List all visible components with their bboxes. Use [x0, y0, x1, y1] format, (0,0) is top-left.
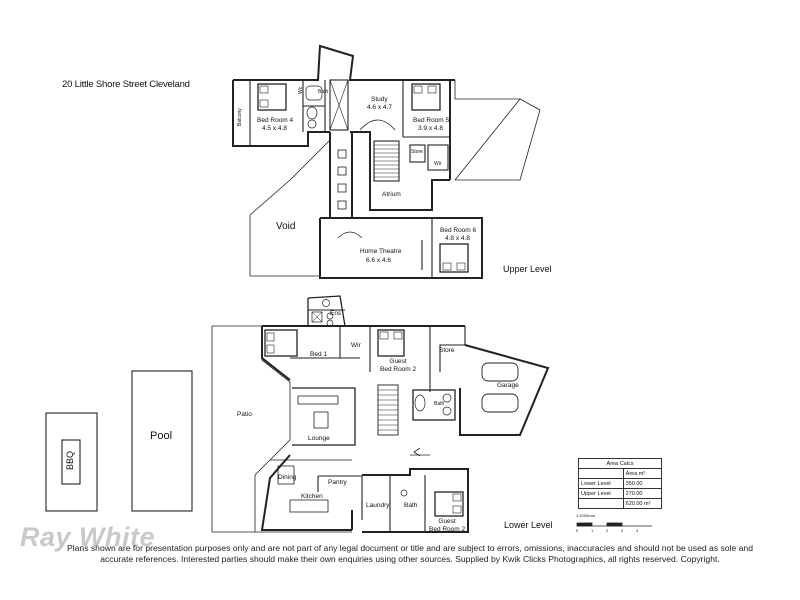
- room-study-size: 4.6 x 4.7: [367, 104, 392, 111]
- room-wc-upper: Wc: [298, 86, 304, 94]
- area-calcs-title: Area Calcs: [578, 458, 662, 469]
- upper-level-label: Upper Level: [503, 264, 552, 274]
- room-bed6-name: Bed Room 6: [440, 227, 477, 234]
- room-bed4-size: 4.5 x 4.8: [262, 125, 287, 132]
- scale-label: 1:1000mm: [576, 513, 595, 518]
- room-guest-bed2-label: Guest Bed Room 2: [380, 358, 417, 373]
- room-guest-bed2b-label: Guest Bed Room 2: [429, 518, 466, 533]
- room-laundry: Laundry: [366, 502, 390, 509]
- room-bed6-size: 4.8 x 4.8: [445, 235, 470, 242]
- room-pantry: Pantry: [328, 479, 347, 486]
- lower-level-walls: [211, 295, 550, 533]
- room-garage: Garage: [497, 382, 519, 389]
- scale-bar: [576, 522, 652, 527]
- room-bath2-lower: Bath: [404, 502, 418, 509]
- lower-level-label: Lower Level: [504, 520, 553, 530]
- room-patio: Patio: [237, 411, 252, 418]
- pool-outline: [131, 370, 193, 512]
- upper-level-walls: [232, 44, 541, 279]
- room-void: Void: [276, 221, 296, 232]
- room-bed4-name: Bed Room 4: [257, 117, 294, 124]
- room-kitchen: Kitchen: [301, 493, 323, 500]
- room-dining: Dining: [278, 474, 297, 481]
- room-bed5-name: Bed Room 5: [413, 117, 450, 124]
- room-balcony: Balcony: [237, 108, 243, 126]
- room-bath-upper: Bath: [318, 89, 329, 95]
- room-bed1: Bed 1: [310, 351, 327, 358]
- room-lounge: Lounge: [308, 435, 330, 442]
- room-wir-lower: Wir: [351, 342, 361, 349]
- room-atrium: Atrium: [382, 191, 401, 198]
- room-guest-bed2: Guest Bed Room 2: [380, 358, 416, 374]
- area-calcs-unit: Area m²: [622, 468, 663, 479]
- area-row-value: 620.00 m²: [622, 498, 663, 509]
- room-store-lower: Store: [439, 347, 455, 354]
- room-guest-bed2b: Guest Bed Room 2: [429, 518, 465, 534]
- lower-furniture: [264, 299, 519, 517]
- disclaimer-text: Plans shown are for presentation purpose…: [67, 543, 753, 564]
- area-row-label: [578, 498, 624, 509]
- scale-tick: 2: [606, 528, 609, 533]
- room-ens: Ens: [330, 310, 342, 317]
- room-store-upper: Store: [411, 149, 423, 155]
- area-calcs-blank: [578, 468, 624, 479]
- area-row-value: 270.00: [622, 488, 663, 499]
- upper-furniture: [257, 83, 469, 273]
- ray-white-logo: Ray White: [20, 522, 156, 552]
- room-home-theatre-size: 6.6 x 4.6: [366, 257, 391, 264]
- area-row-label: Upper Level: [578, 488, 624, 499]
- area-row-value: 350.00: [622, 478, 663, 489]
- bbq-outline: [45, 412, 98, 512]
- room-bed5-size: 3.9 x 4.8: [418, 125, 443, 132]
- pool-label: Pool: [150, 430, 173, 442]
- scale-tick: 3: [621, 528, 624, 533]
- room-wir-upper: Wir: [434, 161, 442, 167]
- room-home-theatre-name: Home Theatre: [360, 248, 402, 255]
- bbq-label: BBQ: [65, 450, 75, 470]
- scale-tick: 0: [576, 528, 579, 533]
- scale-tick: 1: [591, 528, 594, 533]
- scale-tick: 4: [636, 528, 639, 533]
- room-study-name: Study: [371, 96, 388, 103]
- property-address: 20 Little Shore Street Cleveland: [62, 79, 190, 90]
- room-bath-lower: Bath: [434, 401, 445, 407]
- area-row-label: Lower Level: [578, 478, 624, 489]
